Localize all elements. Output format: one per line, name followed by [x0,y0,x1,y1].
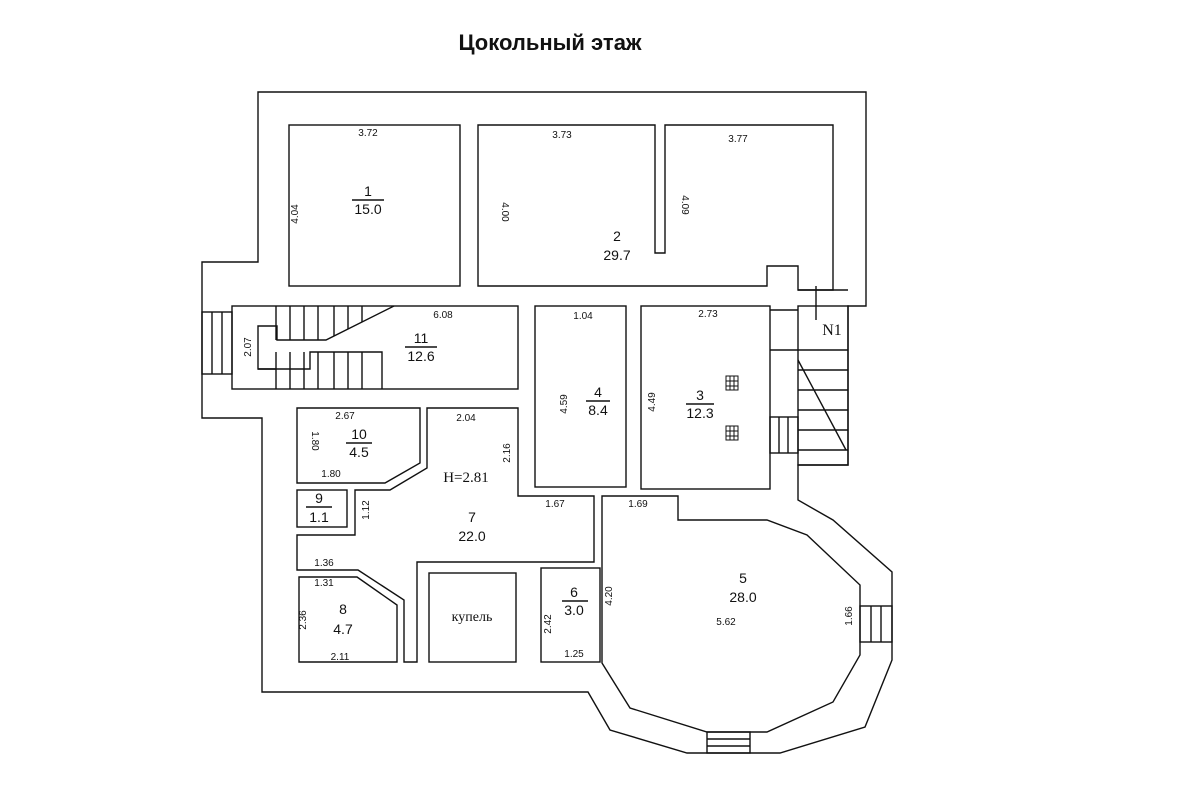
room-10-number: 10 [351,426,367,442]
room-5-area: 28.0 [729,589,756,605]
room-1-area: 15.0 [354,201,381,217]
room-1 [288,124,461,287]
dim: 5.62 [716,617,736,628]
dim: 4.59 [559,394,570,414]
room-6 [540,567,601,663]
room-7-number: 7 [468,509,476,525]
stair-n1-label: N1 [822,322,842,339]
dim: 2.16 [502,443,513,463]
room-4 [534,305,627,488]
font-room [428,572,517,663]
dim: 4.20 [604,586,615,606]
room-11 [231,305,519,390]
room-2 [477,124,834,291]
dim: 1.80 [309,431,320,451]
entrance-steps-left [201,311,233,375]
room-5 [601,495,861,733]
staircase-n1 [797,286,849,466]
room-3-area: 12.3 [686,405,713,421]
room-7-area: 22.0 [458,528,485,544]
dim: 2.42 [543,614,554,634]
room-3 [640,305,771,490]
dim: 2.07 [243,337,254,357]
dim: 3.72 [358,128,378,139]
dim: 4.04 [290,204,301,224]
room-5-number: 5 [739,570,747,586]
dim: 1.80 [321,469,341,480]
room-10-area: 4.5 [349,444,369,460]
room-7 [296,407,595,663]
room-11-area: 12.6 [407,348,434,364]
room-10 [296,407,421,484]
room-9-number: 9 [315,490,323,506]
dim: 3.77 [728,134,748,145]
room-4-number: 4 [594,384,602,400]
room-1-number: 1 [364,183,372,199]
dim: 2.73 [698,309,718,320]
dim: 2.11 [331,652,350,663]
staircase [257,305,395,389]
room-4-area: 8.4 [588,402,608,418]
dim: 1.04 [573,311,593,322]
steps-room-5 [706,605,893,754]
room-8-number: 8 [339,601,347,617]
room-8 [298,576,398,663]
dim: 1.66 [844,606,855,626]
grid-icon [725,375,739,441]
steps-right [769,309,799,454]
dim: 2.04 [456,413,476,424]
page-title: Цокольный этаж [458,30,642,55]
dim: 1.69 [628,499,648,510]
room-7-height: H=2.81 [443,470,489,486]
dim: 1.36 [314,558,334,569]
room-9-area: 1.1 [309,509,329,525]
dim: 4.49 [647,392,658,412]
dim: 1.67 [545,499,565,510]
dim: 1.25 [564,649,584,660]
dim: 6.08 [433,310,453,321]
dim: 4.00 [499,202,510,222]
dim: 1.31 [314,578,334,589]
room-2-number: 2 [613,228,621,244]
dim: 4.09 [679,195,690,215]
dim: 3.73 [552,130,572,141]
room-3-number: 3 [696,387,704,403]
room-6-number: 6 [570,584,578,600]
room-2-area: 29.7 [603,247,630,263]
dim: 2.36 [298,610,309,630]
font-room-label: купель [452,610,493,625]
room-9 [296,489,348,528]
dim: 2.67 [335,411,355,422]
room-8-area: 4.7 [333,621,353,637]
room-11-number: 11 [414,330,429,346]
dim: 1.12 [361,500,372,520]
room-6-area: 3.0 [564,602,584,618]
